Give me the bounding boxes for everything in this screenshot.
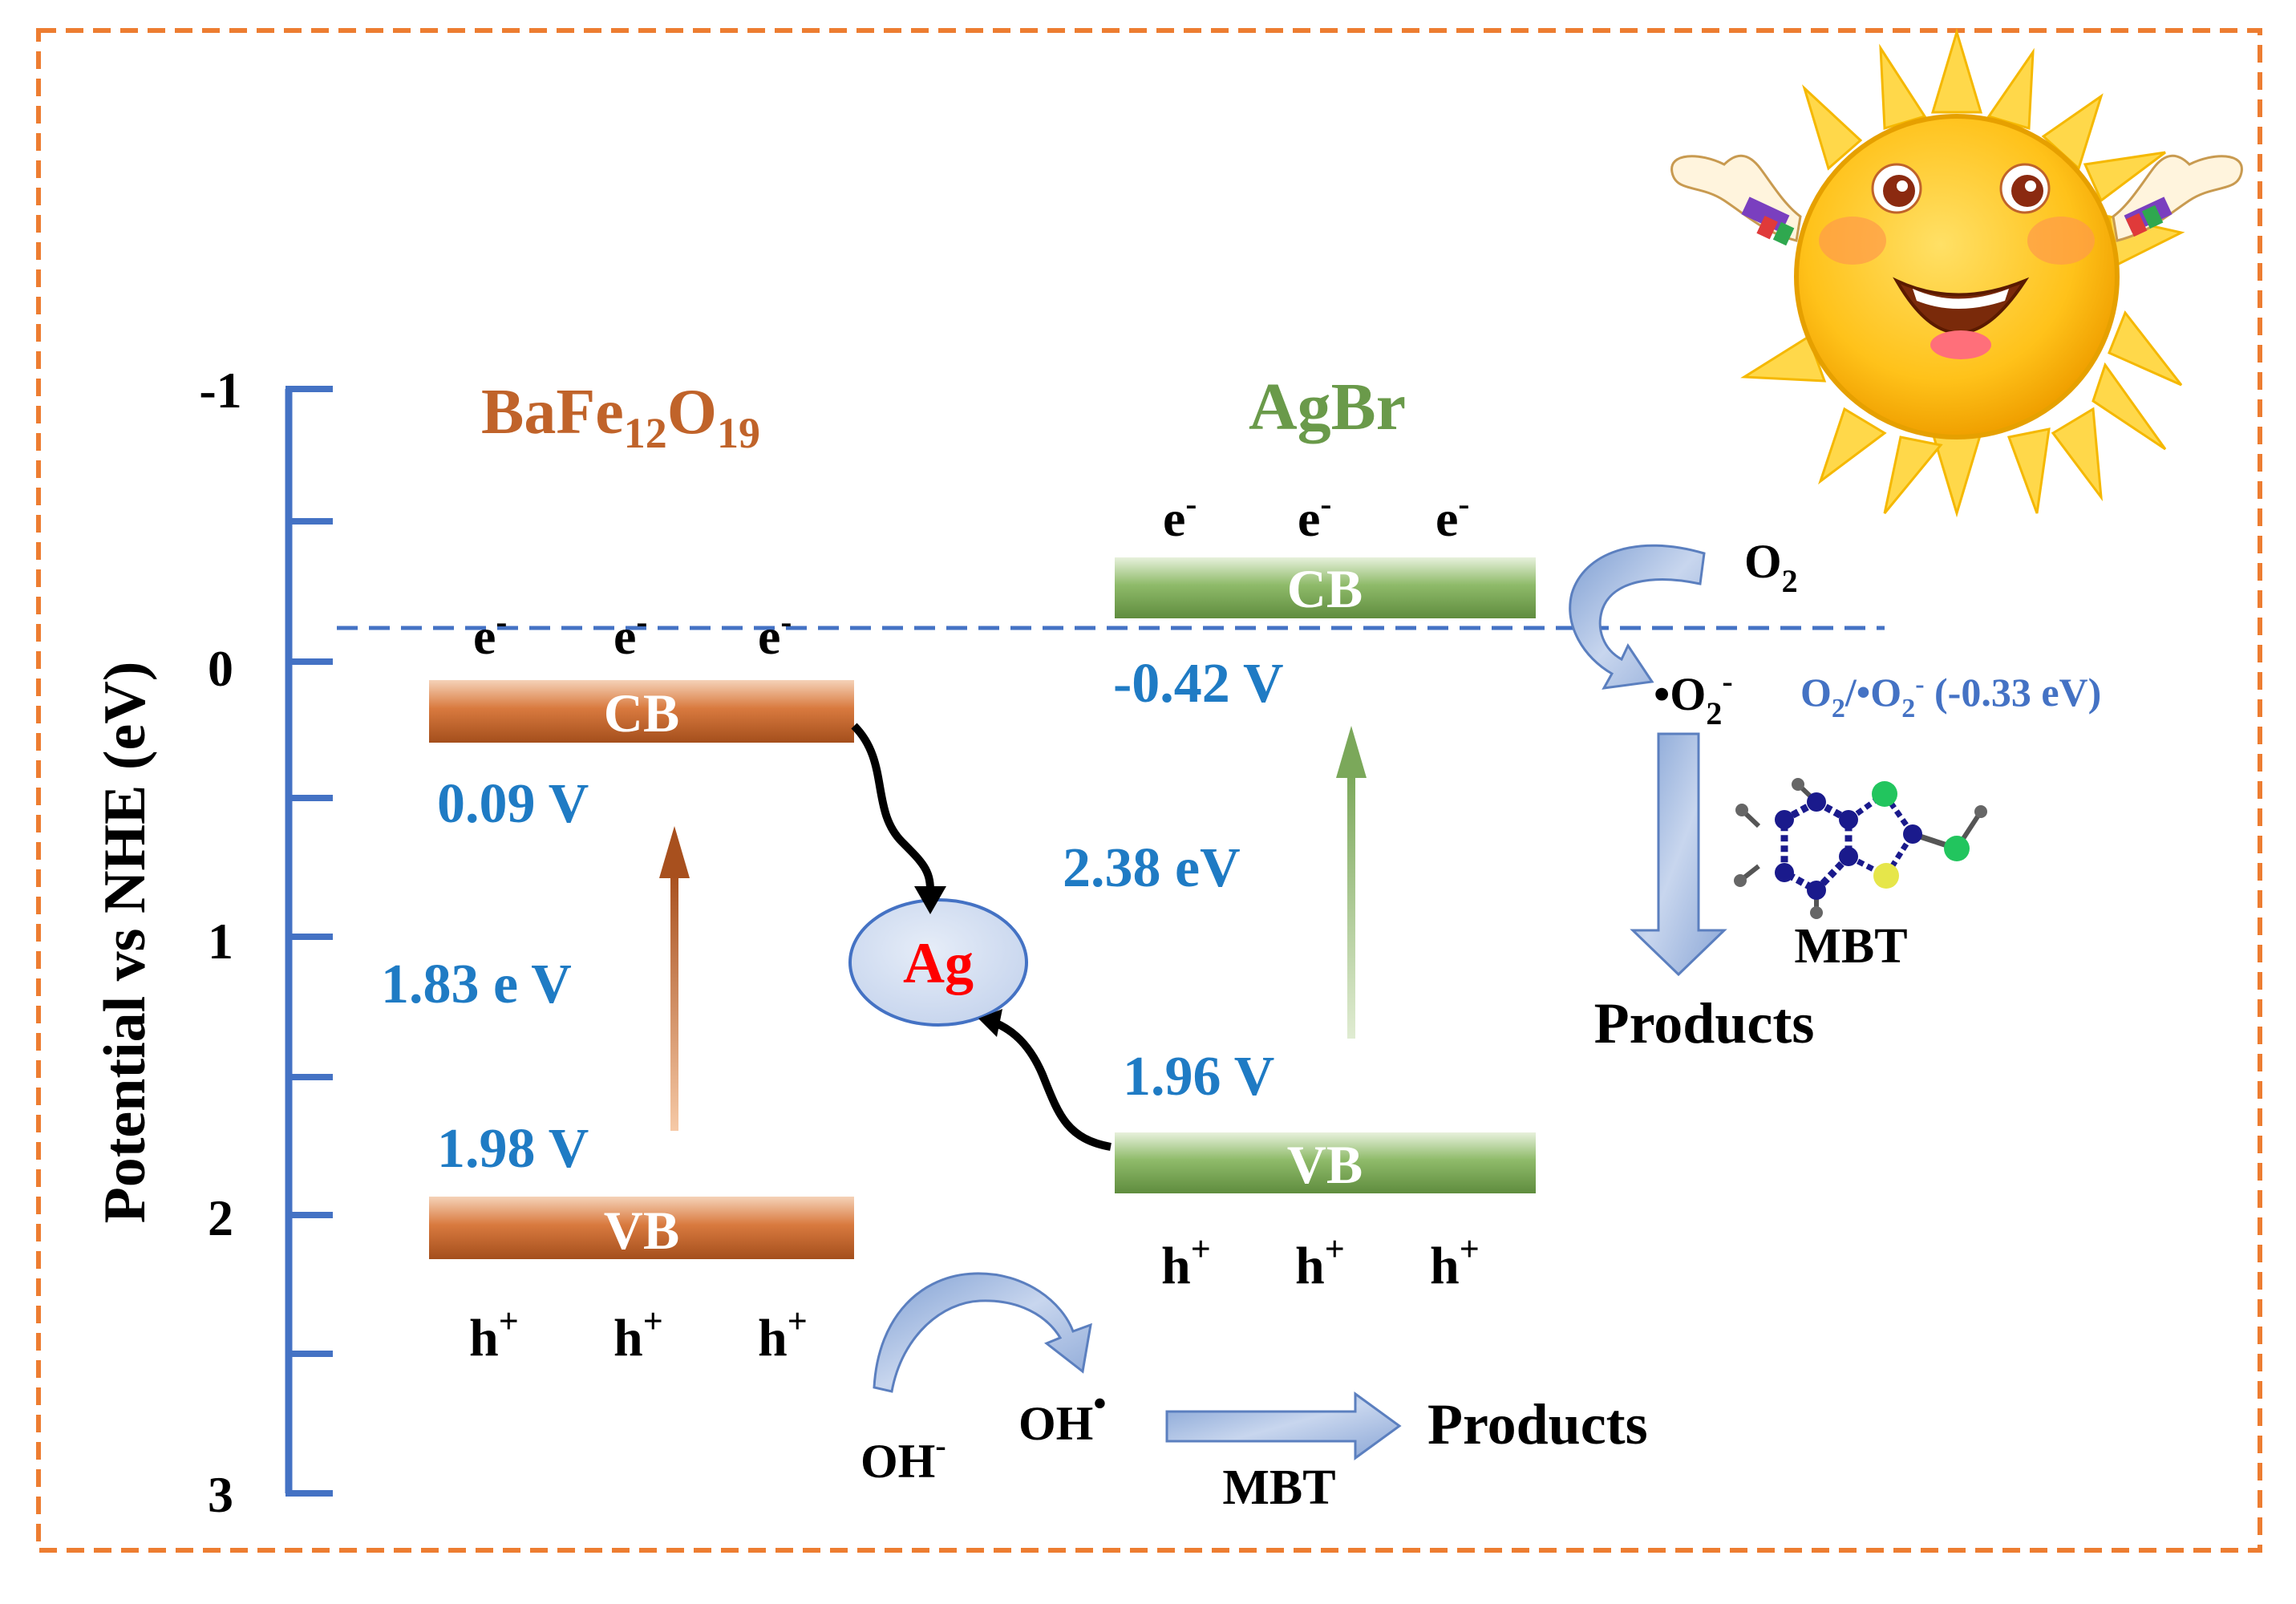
oh-to-products-arrow [1165,1391,1402,1460]
tick-label-3: 3 [208,1466,233,1523]
axis-title: Potential vs NHE (eV) [92,662,158,1224]
agbr-electron: e- [1298,486,1331,547]
agbr-electrons: e- e- e- [1163,486,1469,547]
hole-transfer-arrowhead [978,1009,1002,1037]
agbr-title: AgBr [1249,370,1406,444]
electron-transfer-arrow [851,723,934,891]
bafe-electron: e- [613,604,647,665]
products-label-top: Products [1594,991,1815,1055]
agbr-cb-band [1115,557,1536,618]
sun-icon [1670,27,2243,518]
mbt-label-bottom: MBT [1222,1460,1335,1515]
bafe-hole: h+ [613,1302,663,1367]
agbr-vb-label: VB [1287,1134,1363,1195]
bafe-cb-band [429,680,854,743]
redox-potential-label: O2/•O2- (-0.33 eV) [1800,670,2101,723]
agbr-hole: h+ [1430,1229,1480,1295]
bafe-hole: h+ [758,1302,808,1367]
agbr-excitation-arrow [1336,726,1367,1039]
bafe-vb-band [429,1197,854,1259]
bafe-excitation-arrow [659,826,690,1131]
products-label-bottom: Products [1427,1392,1648,1456]
oh-oxidation-arrow [873,1272,1092,1393]
agbr-holes: h+ h+ h+ [1161,1229,1480,1295]
bafe-electrons: e- e- e- [473,604,792,665]
bafe-vb-label: VB [604,1200,679,1261]
oh-minus-label: OH- [860,1428,946,1488]
oh-radical-label: OH• [1018,1383,1106,1450]
outer-frame [36,28,2262,1553]
ag-label: Ag [903,931,974,995]
superoxide-label: •O2- [1654,663,1733,731]
o2-reduction-arrow [1569,544,1706,690]
bafe-cb-label: CB [604,683,679,743]
agbr-cb-label: CB [1287,558,1363,619]
electron-transfer-arrowhead [914,886,946,914]
mbt-label-top: MBT [1794,919,1907,974]
agbr-vb-band [1115,1132,1536,1193]
agbr-electron: e- [1163,486,1197,547]
bafe-holes: h+ h+ h+ [469,1302,808,1367]
agbr-vb-potential: 1.96 V [1123,1046,1274,1108]
bafe-bandgap: 1.83 e V [381,954,572,1015]
potential-axis [285,386,333,1497]
agbr-cb-potential: -0.42 V [1113,653,1284,715]
agbr-bandgap: 2.38 eV [1063,837,1241,899]
tick-label-minus1: -1 [199,362,241,419]
bafe-title: BaFe12O19 [481,377,760,457]
mbt-molecule-icon [1734,778,1987,919]
agbr-electron: e- [1436,486,1469,547]
tick-label-2: 2 [208,1189,233,1246]
bafe-hole: h+ [469,1302,519,1367]
o2-label: O2 [1744,535,1798,599]
bafe-electron: e- [473,604,507,665]
superoxide-to-products-arrow [1630,732,1727,977]
bafe-cb-potential: 0.09 V [437,773,589,835]
bafe-vb-potential: 1.98 V [437,1118,589,1180]
tick-label-0: 0 [208,640,233,697]
hole-transfer-arrow [993,1019,1112,1151]
tick-label-1: 1 [208,913,233,970]
bafe-electron: e- [758,604,792,665]
agbr-hole: h+ [1295,1229,1345,1295]
agbr-hole: h+ [1161,1229,1211,1295]
